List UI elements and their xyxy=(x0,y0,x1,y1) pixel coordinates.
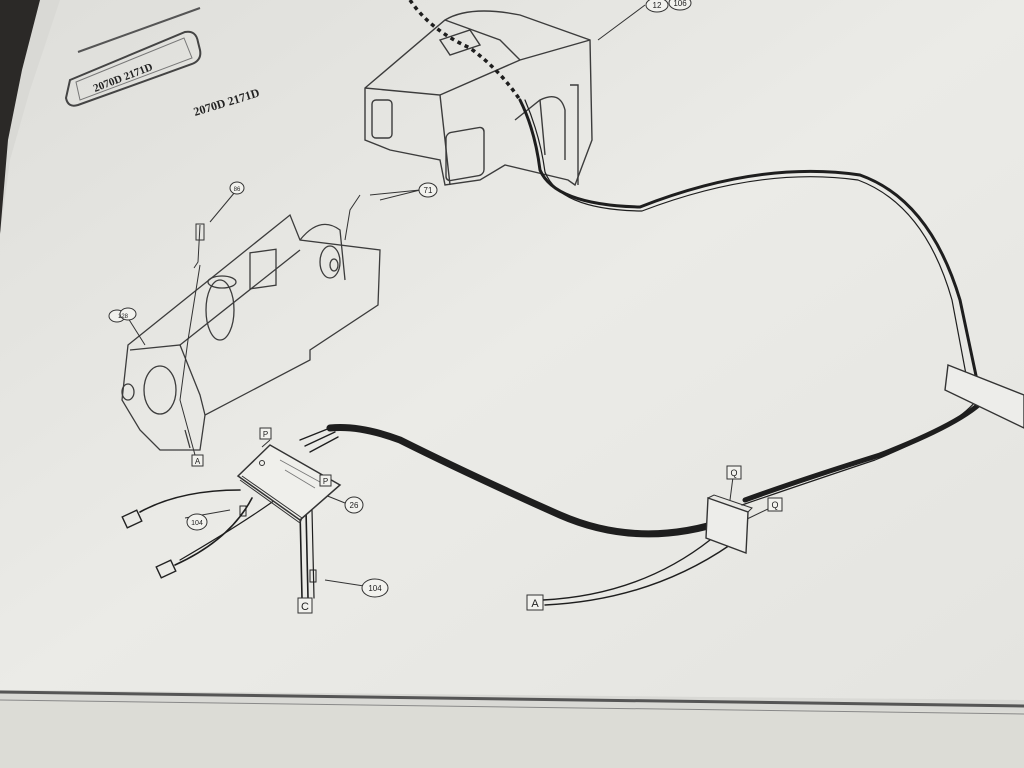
conn-a-left-box xyxy=(526,594,544,611)
circuit-board xyxy=(236,444,342,524)
callout-106: 106 xyxy=(673,0,687,8)
callout-71-circle xyxy=(418,182,438,198)
wiring-harness xyxy=(139,98,991,606)
callout-128b-circle xyxy=(119,307,137,321)
callout-106-circle xyxy=(668,0,692,11)
page xyxy=(0,0,1024,700)
callout-104b-circle xyxy=(361,578,389,598)
terminal-strip xyxy=(944,364,1024,429)
callout-104a-circle xyxy=(186,513,208,531)
plug-left-bottom xyxy=(155,559,177,579)
leader-lines xyxy=(127,4,771,587)
callout-26: 26 xyxy=(350,501,359,510)
conn-p1-box xyxy=(259,427,272,440)
callout-71: 71 xyxy=(424,186,433,195)
conn-q2: Q xyxy=(771,500,778,510)
conn-p2-box xyxy=(319,474,332,487)
callouts xyxy=(108,0,692,598)
page-bottom-strip xyxy=(0,700,1024,768)
callout-104a: 104 xyxy=(191,520,203,527)
resistor-small-2 xyxy=(309,569,317,583)
conn-c: C xyxy=(301,601,309,613)
callout-128: 128 xyxy=(118,314,129,320)
conn-a-board: A xyxy=(195,457,201,466)
motor-chassis xyxy=(121,213,381,451)
resistor-small xyxy=(239,505,247,517)
conn-a-board-box xyxy=(191,454,204,467)
cab-shell xyxy=(364,10,593,187)
conn-p1: P xyxy=(263,430,268,439)
connector-boxes xyxy=(191,427,783,614)
conn-q2-box xyxy=(767,497,783,512)
plug-left-top xyxy=(121,509,143,529)
conn-c-box xyxy=(297,597,313,614)
wire-dotted xyxy=(408,0,522,101)
callout-104b: 104 xyxy=(368,584,382,593)
callout-86-circle xyxy=(229,181,245,195)
callout-86: 86 xyxy=(234,187,241,193)
conn-q1: Q xyxy=(730,468,737,478)
conn-a-left: A xyxy=(531,598,539,610)
page-bottom-rule-2 xyxy=(0,699,1024,715)
page-bottom-rule xyxy=(0,690,1024,708)
callout-labels: 12 106 86 71 128 26 104 104 xyxy=(118,0,687,593)
conn-q1-box xyxy=(726,465,742,480)
callout-12: 12 xyxy=(653,1,662,10)
callout-12-circle xyxy=(645,0,669,13)
header-rule xyxy=(77,7,201,53)
conn-p2: P xyxy=(323,477,328,486)
grommet-block xyxy=(705,494,753,554)
callout-26-circle xyxy=(344,496,364,514)
connector-labels: P P Q Q A A C xyxy=(195,430,779,613)
